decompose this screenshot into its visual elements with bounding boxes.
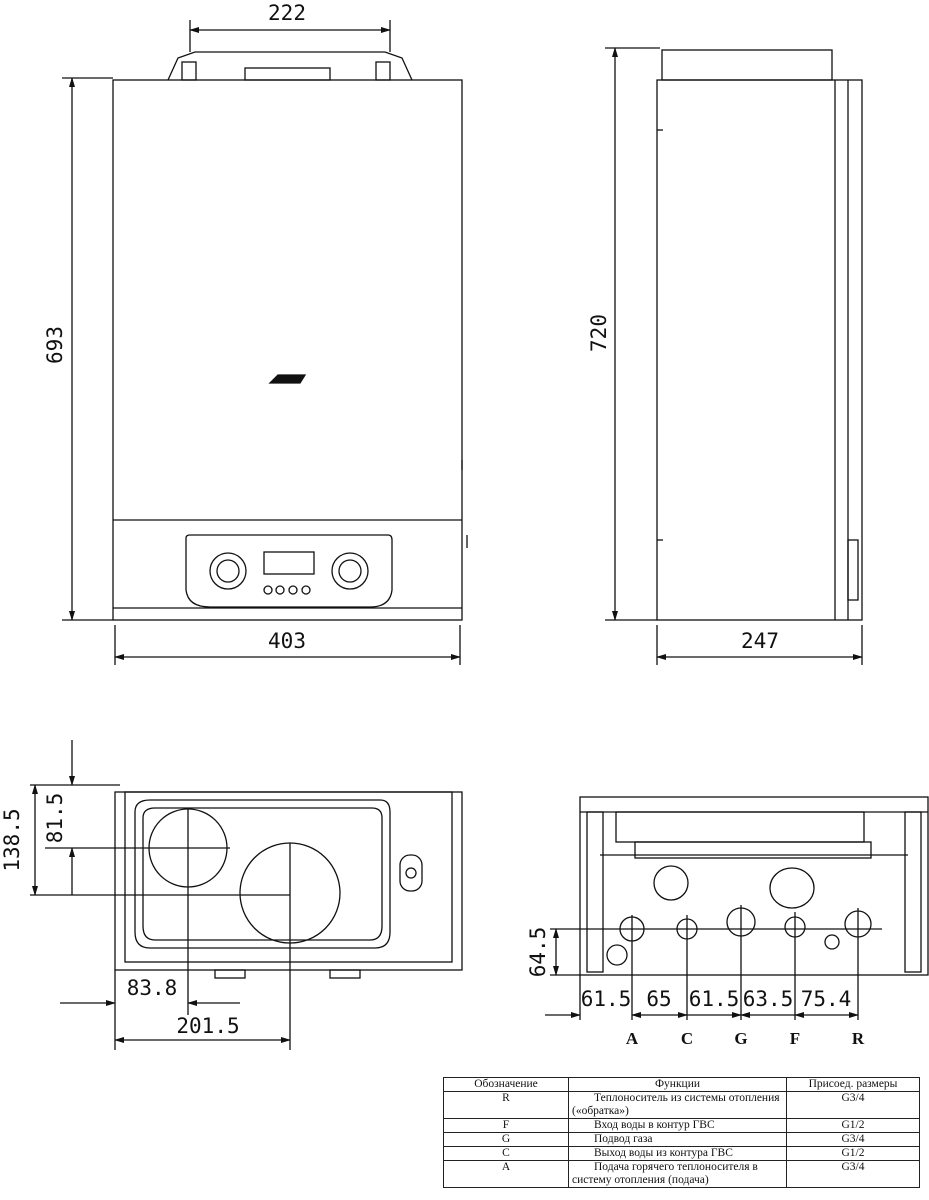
cell-function: Выход воды из контура ГВС <box>568 1146 787 1161</box>
cell-function: Вход воды в контур ГВС <box>568 1118 787 1133</box>
dim-201-5: 201.5 <box>176 1014 239 1038</box>
cell-function: Подвод газа <box>568 1132 787 1147</box>
dim-247: 247 <box>741 629 779 653</box>
cell-size: G1/2 <box>786 1118 920 1133</box>
connection-label: F <box>790 1029 800 1048</box>
cell-code: R <box>443 1091 569 1119</box>
front-view <box>112 51 468 621</box>
header-size: Присоед. размеры <box>786 1077 920 1092</box>
side-view <box>656 49 863 621</box>
dim-138-5: 138.5 <box>0 808 24 871</box>
cell-code: G <box>443 1132 569 1147</box>
table-row: A Подача горячего теплоносителя в систем… <box>443 1160 920 1188</box>
cell-function: Теплоноситель из системы отопления («обр… <box>568 1091 787 1119</box>
bottom-view-left <box>114 791 463 979</box>
dim-403: 403 <box>268 629 306 653</box>
dim-spacing: 63.5 <box>743 987 794 1011</box>
dim-81-5: 81.5 <box>43 793 67 844</box>
dim-83-8: 83.8 <box>127 976 178 1000</box>
header-function: Функции <box>568 1077 787 1092</box>
table-row: R Теплоноситель из системы отопления («о… <box>443 1091 920 1119</box>
table-row: F Вход воды в контур ГВС G1/2 <box>443 1118 920 1133</box>
cell-size: G3/4 <box>786 1091 920 1119</box>
dim-spacing: 61.5 <box>581 987 632 1011</box>
table-row: C Выход воды из контура ГВС G1/2 <box>443 1146 920 1161</box>
logo-icon <box>268 374 307 384</box>
cell-size: G3/4 <box>786 1132 920 1147</box>
dim-720: 720 <box>587 314 611 352</box>
dim-693: 693 <box>43 326 67 364</box>
connection-label: C <box>681 1029 693 1048</box>
cell-code: C <box>443 1146 569 1161</box>
header-code: Обозначение <box>443 1077 569 1092</box>
dim-222: 222 <box>268 1 306 25</box>
connection-label: R <box>852 1029 865 1048</box>
cell-function: Подача горячего теплоносителя в систему … <box>568 1160 787 1188</box>
table-header-row: Обозначение Функции Присоед. размеры <box>443 1077 920 1092</box>
table-row: G Подвод газа G3/4 <box>443 1132 920 1147</box>
connection-label: A <box>626 1029 639 1048</box>
cell-code: A <box>443 1160 569 1188</box>
cell-size: G3/4 <box>786 1160 920 1188</box>
cell-code: F <box>443 1118 569 1133</box>
connections-table: Обозначение Функции Присоед. размеры R Т… <box>443 1077 920 1188</box>
dim-spacing: 65 <box>646 987 671 1011</box>
cell-size: G1/2 <box>786 1146 920 1161</box>
dim-spacing: 61.5 <box>689 987 740 1011</box>
dim-64-5: 64.5 <box>526 927 550 978</box>
dim-spacing: 75.4 <box>801 987 852 1011</box>
connection-label: G <box>734 1029 747 1048</box>
